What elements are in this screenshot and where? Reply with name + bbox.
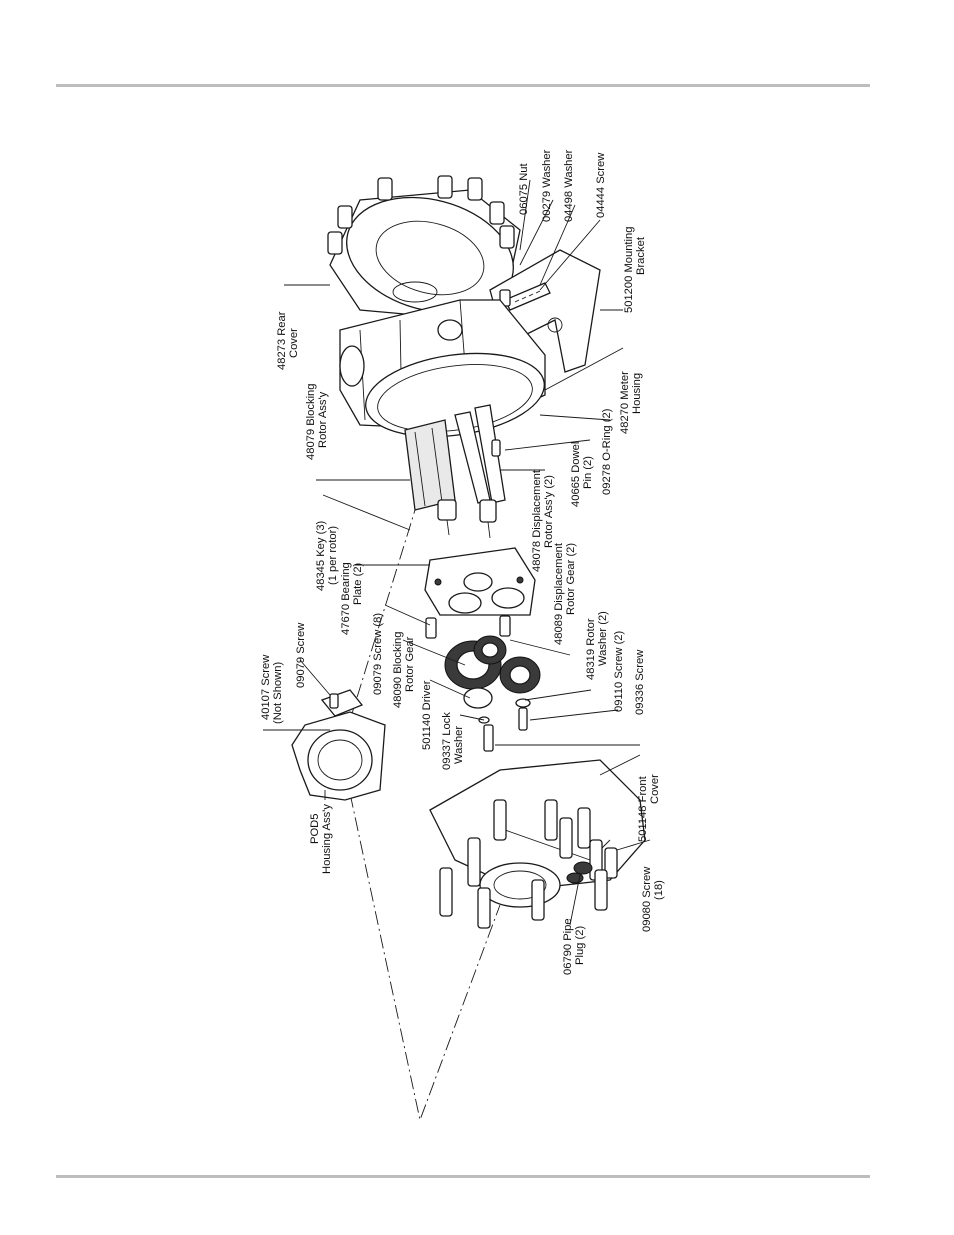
leader-lines	[263, 179, 651, 926]
label-screw-40107: 40107 Screw (Not Shown)	[260, 652, 284, 724]
label-washer-00279: 00279 Washer	[541, 149, 553, 222]
front-cover-art	[429, 759, 646, 929]
bearing-plate-art	[424, 547, 536, 616]
rotor-gears-art	[444, 635, 541, 694]
footer-rule	[56, 1175, 870, 1178]
label-o-ring: 09278 O-Ring (2)	[601, 408, 613, 495]
part-labels: 48273 Rear Cover 06075 Nut 00279 Washer …	[260, 149, 665, 975]
label-rear-cover: 48273 Rear Cover	[276, 308, 300, 370]
label-screw-09336: 09336 Screw	[634, 649, 646, 715]
label-screw-09079: 09079 Screw	[295, 622, 307, 688]
label-blocking-rotor: 48079 Blocking Rotor Ass'y	[305, 380, 329, 460]
label-housing-assy: POD5 Housing Ass'y	[309, 804, 333, 874]
pipe-plug-art	[566, 861, 593, 884]
label-nut: 06075 Nut	[518, 162, 530, 215]
front-cover-screws	[439, 799, 618, 929]
label-front-cover: 501148 Front Cover	[637, 773, 661, 842]
label-screw-09079-8: 09079 Screw (8)	[372, 613, 384, 695]
label-screw-09080: 09080 Screw (18)	[641, 864, 665, 932]
rear-cover-art	[327, 175, 521, 321]
rear-bolts	[327, 175, 515, 255]
label-pipe-plug: 06790 Pipe Plug (2)	[562, 915, 586, 975]
label-meter-housing: 48270 Meter Housing	[619, 368, 643, 434]
rotor-assemblies-art	[404, 404, 506, 539]
header-rule	[56, 84, 870, 87]
label-displacement-rotor: 48078 Displacement Rotor Ass'y (2)	[531, 467, 555, 572]
label-driver: 501140 Driver	[421, 680, 433, 750]
housing-assy-art	[291, 689, 386, 801]
label-blocking-gear: 48090 Blocking Rotor Gear	[392, 628, 416, 708]
assembly-centerline	[329, 699, 501, 1122]
label-screw-04444: 04444 Screw	[595, 152, 607, 218]
label-washer-04498: 04498 Washer	[563, 149, 575, 222]
label-displacement-gear: 48089 Displacement Rotor Gear (2)	[553, 540, 577, 645]
meter-housing-art	[339, 299, 546, 438]
label-screw-09110: 09110 Screw (2)	[613, 630, 625, 712]
label-dowel-pin: 40665 Dowel Pin (2)	[570, 439, 594, 507]
label-mounting-bracket: 501200 Mounting Bracket	[623, 223, 647, 313]
label-key: 48345 Key (3) (1 per rotor)	[315, 518, 339, 591]
label-lock-washer: 09337 Lock Washer	[441, 709, 465, 770]
bearing-screws-art	[425, 615, 511, 639]
driver-art	[463, 687, 531, 752]
label-rotor-washer: 48319 Rotor Washer (2)	[585, 611, 609, 680]
label-bearing-plate: 47670 Bearing Plate (2)	[340, 559, 364, 635]
